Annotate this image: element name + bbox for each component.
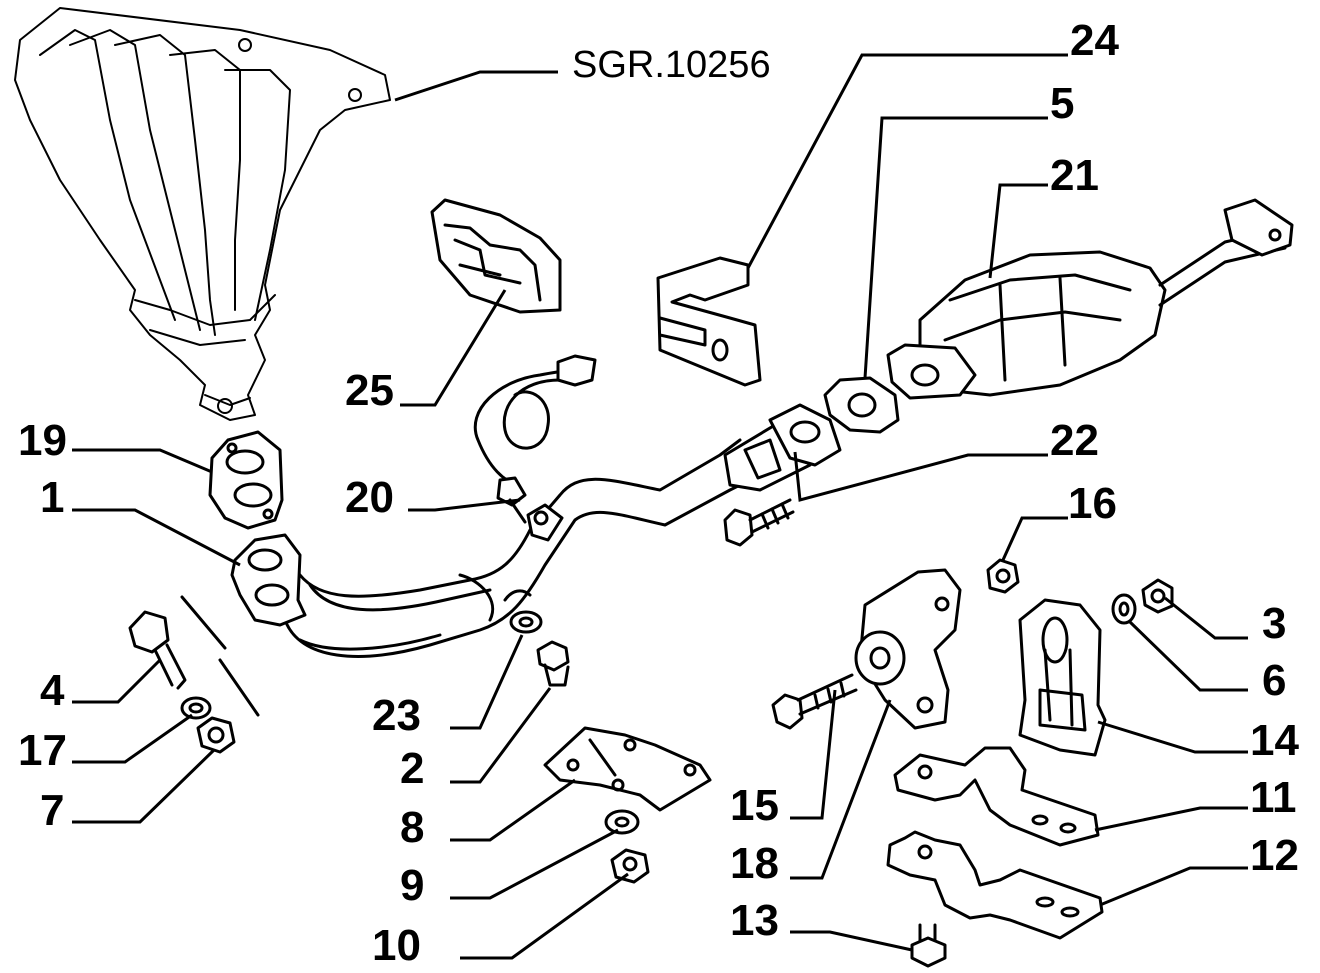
callout-6: 6: [1262, 656, 1286, 705]
callout-24: 24: [1070, 16, 1119, 65]
callout-5: 5: [1050, 79, 1074, 128]
callout-21: 21: [1050, 151, 1099, 200]
callout-22: 22: [1050, 416, 1099, 465]
callout-20: 20: [345, 473, 394, 522]
manifold-gasket: [208, 430, 284, 530]
washer-23: [509, 610, 543, 634]
callout-7: 7: [40, 786, 64, 835]
washer-6: [1111, 593, 1137, 625]
callout-1: 1: [40, 473, 64, 522]
exhaust-manifold: [14, 7, 391, 421]
callout-8: 8: [400, 803, 424, 852]
plug-2: [536, 640, 570, 687]
callout-9: 9: [400, 861, 424, 910]
leader-lines: [72, 53, 1248, 960]
bolt-15: [771, 673, 858, 730]
clamp-lower-12: [886, 830, 1104, 940]
front-exhaust-pipe: [230, 403, 842, 658]
pipe-clamp: [656, 256, 762, 387]
callout-15: 15: [730, 781, 779, 830]
catalytic-converter: [886, 198, 1294, 400]
clamp-upper-11: [893, 746, 1100, 847]
callout-2: 2: [400, 744, 424, 793]
callout-18: 18: [730, 839, 779, 888]
flange-bolt: [723, 498, 795, 547]
washer-17: [180, 696, 212, 720]
callout-14: 14: [1250, 716, 1299, 765]
washer-9: [604, 809, 640, 835]
callout-16: 16: [1068, 479, 1117, 528]
bracket-8: [543, 726, 712, 812]
heat-shield-bracket: [430, 198, 562, 314]
callout-12: 12: [1250, 831, 1299, 880]
callout-17: 17: [18, 726, 67, 775]
callout-3: 3: [1262, 599, 1286, 648]
callout-10: 10: [372, 921, 421, 970]
callout-11: 11: [1250, 773, 1297, 822]
section-break-marks: [180, 595, 260, 717]
hanger-bracket-plate: [854, 568, 962, 730]
callout-23: 23: [372, 691, 421, 740]
bolt-4: [128, 610, 187, 690]
mount-nut: [986, 558, 1020, 594]
callout-19: 19: [18, 416, 67, 465]
oxygen-sensor: [473, 354, 597, 524]
callout-labels: 24 5 21 25 19 20 22 1 16 3 6 4 23 14 17 …: [18, 16, 1299, 970]
callout-4: 4: [40, 666, 65, 715]
bolt-13: [910, 923, 947, 968]
nut-7: [196, 716, 236, 754]
rubber-mount: [1018, 598, 1107, 757]
callout-13: 13: [730, 896, 779, 945]
callout-25: 25: [345, 366, 394, 415]
nut-3: [1141, 578, 1174, 614]
reference-code: SGR.10256: [572, 44, 771, 86]
catalyst-gasket: [823, 376, 900, 434]
nut-10: [610, 848, 650, 884]
